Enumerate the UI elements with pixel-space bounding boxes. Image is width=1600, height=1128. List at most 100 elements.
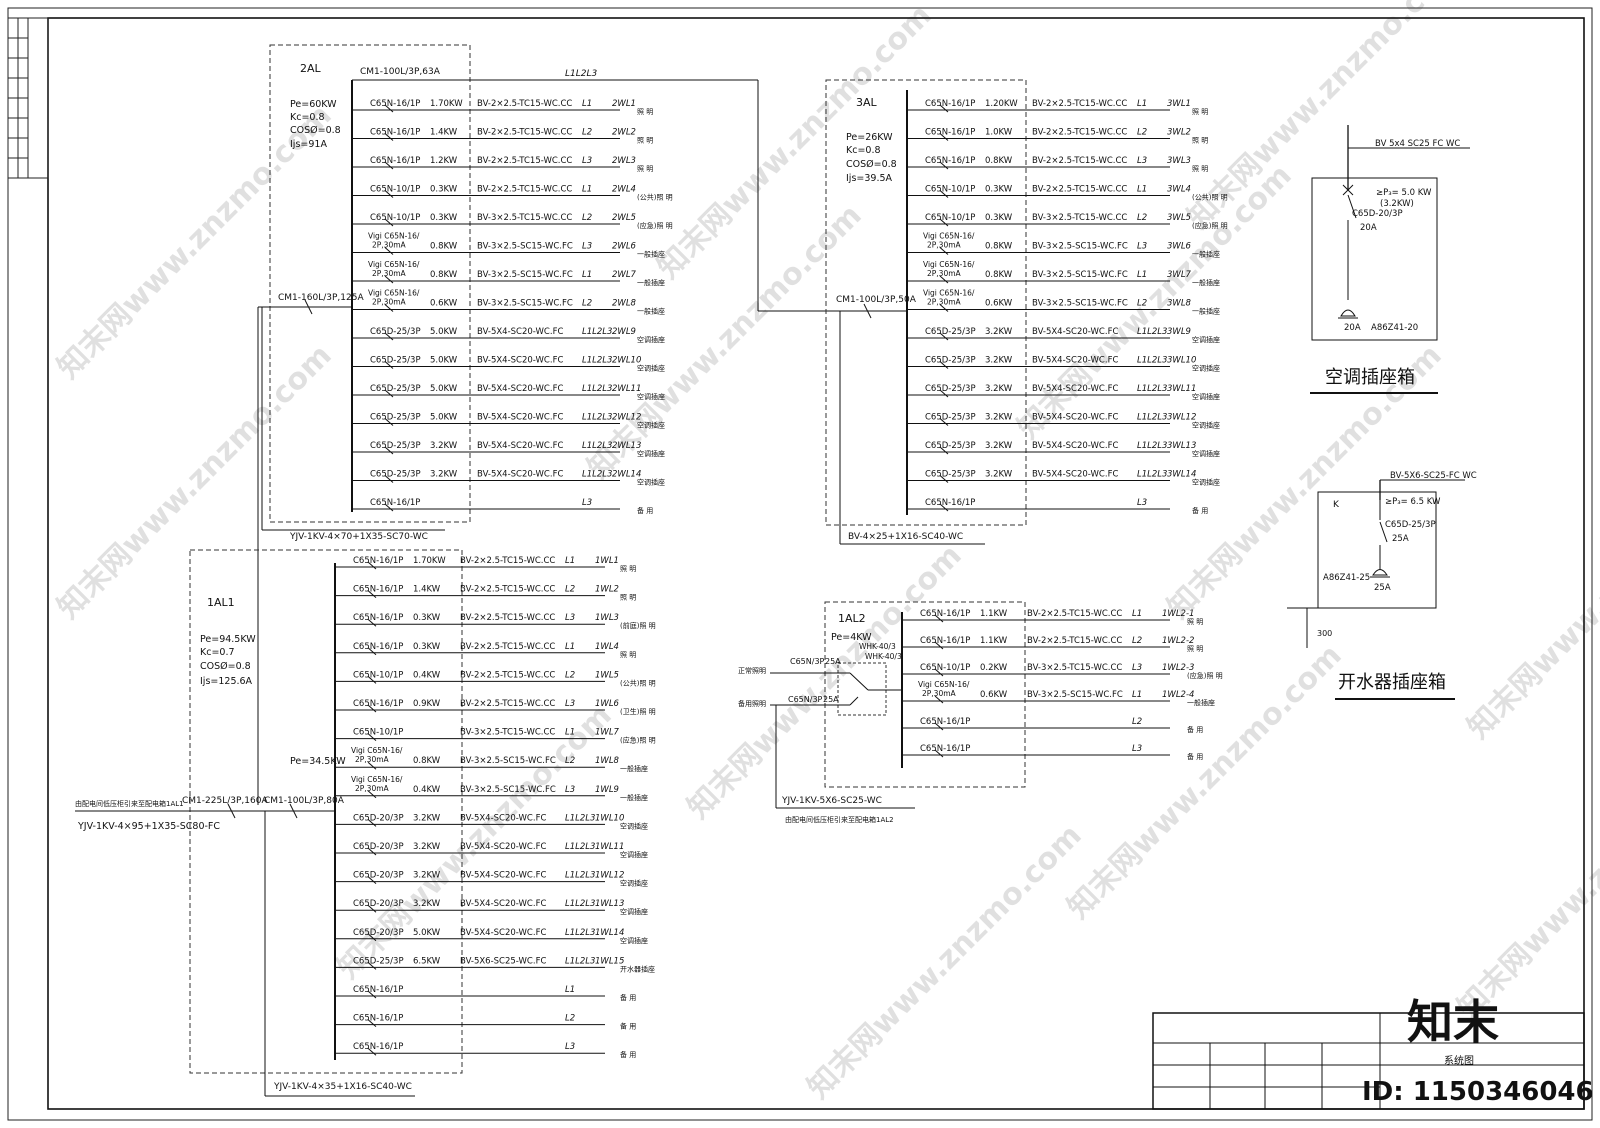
circuit-phase: L1L2L3 <box>1137 384 1167 394</box>
circuit-phase: L1 <box>565 985 575 995</box>
circuit-code: 1WL9 <box>595 785 619 795</box>
breaker-symbol <box>939 503 949 512</box>
circuit-phase: L2 <box>1132 636 1142 646</box>
heater-box-height: 300 <box>1317 629 1332 638</box>
circuit-breaker-model: C65D-20/3P <box>353 842 404 852</box>
circuit-code: 1WL14 <box>595 928 624 938</box>
circuit-code: 3WL10 <box>1167 356 1196 366</box>
circuit-usage: 一般插座 <box>637 307 665 316</box>
circuit-cable: BV-5X4-SC20-WC.FC <box>460 842 546 852</box>
breaker-symbol <box>934 641 944 650</box>
circuit-cable: BV-3×2.5-SC15-WC.FC <box>1032 242 1128 252</box>
circuit-power: 3.2KW <box>413 899 441 909</box>
circuit-usage: (前庭)照 明 <box>620 621 656 630</box>
circuit-usage: (应急)照 明 <box>1187 671 1223 680</box>
breaker-symbol <box>384 190 394 198</box>
circuit-breaker-model: C65D-25/3P <box>370 413 421 423</box>
circuit-cable: BV-5X6-SC25-WC.FC <box>460 956 546 966</box>
breaker-symbol <box>367 819 377 827</box>
circuit-breaker-model: C65D-20/3P <box>353 928 404 938</box>
circuit-phase: L3 <box>582 156 592 166</box>
breaker-symbol <box>939 275 949 284</box>
circuit-power: 1.70KW <box>430 99 463 109</box>
breaker-symbol <box>384 275 394 284</box>
circuit-phase: L3 <box>565 1042 575 1052</box>
circuit-phase: L1L2L3 <box>582 413 612 423</box>
circuit-phase: L3 <box>1137 242 1147 252</box>
panel-2al-name: 2AL <box>300 62 322 75</box>
circuit-breaker-model: C65N-16/1P <box>920 609 970 619</box>
circuit-cable: BV-2×2.5-TC15-WC.CC <box>1032 128 1127 138</box>
breaker-symbol <box>367 704 377 713</box>
circuit-power: 5.0KW <box>430 384 458 394</box>
ac-box-title: 空调插座箱 <box>1325 367 1415 388</box>
circuit-power: 1.0KW <box>985 128 1013 138</box>
circuit-breaker-model: Vigi C65N-16/2P,30mA <box>923 232 975 250</box>
circuit-usage: (应急)照 明 <box>620 736 656 745</box>
circuit-code: 1WL2 <box>595 585 619 595</box>
circuit-breaker-model: C65D-25/3P <box>925 470 976 480</box>
panel-1al2-param: Pe=4KW <box>831 632 872 643</box>
circuit-usage: 照 明 <box>1192 108 1208 116</box>
circuit-breaker-model: C65N-16/1P <box>370 156 420 166</box>
circuit-cable: BV-5X4-SC20-WC.FC <box>1032 470 1118 480</box>
circuit-code: 1WL15 <box>595 956 624 966</box>
circuit-cable: BV-3×2.5-SC15-WC.FC <box>477 270 573 280</box>
circuit-usage: 照 明 <box>620 565 636 573</box>
circuit-usage: 空调插座 <box>1192 478 1220 487</box>
circuit-power: 1.20KW <box>985 99 1018 109</box>
breaker-symbol <box>367 847 377 856</box>
breaker-symbol <box>939 104 949 113</box>
circuit-breaker-model: C65D-25/3P <box>925 327 976 337</box>
circuit-breaker-model: C65N-10/1P <box>353 670 403 680</box>
breaker-symbol <box>367 876 377 884</box>
watermark-text: 知末网www.znzmo.com <box>1061 638 1349 926</box>
circuit-phase: L3 <box>582 498 592 508</box>
breaker-symbol <box>384 218 394 227</box>
heater-box-socket-model: A86Z41-25 <box>1323 573 1370 583</box>
breaker-symbol <box>934 695 944 704</box>
circuit-code: 2WL6 <box>612 242 637 252</box>
circuit-code: 1WL8 <box>595 756 620 766</box>
circuit-breaker-model: C65N-16/1P <box>925 128 975 138</box>
circuit-cable: BV-2×2.5-TC15-WC.CC <box>1032 156 1127 166</box>
circuit-phase: L1 <box>565 728 575 738</box>
circuit-breaker-model: C65D-25/3P <box>925 356 976 366</box>
circuit-breaker-model: Vigi C65N-16/2P,30mA <box>923 289 975 307</box>
circuit-cable: BV-5X4-SC20-WC.FC <box>477 384 563 394</box>
circuit-code: 3WL11 <box>1167 384 1196 394</box>
breaker-blade <box>1347 194 1357 219</box>
watermark-text: 知末网www.znzmo.com <box>1461 458 1600 746</box>
circuit-phase: L3 <box>1132 744 1142 754</box>
circuit-cable: BV-3×2.5-TC15-WC.CC <box>1032 213 1127 223</box>
panel-1al2-in2-breaker: C65N/3P <box>788 695 823 704</box>
circuit-cable: BV-5X4-SC20-WC.FC <box>1032 356 1118 366</box>
circuit-power: 0.3KW <box>430 213 458 223</box>
circuit-code: 1WL13 <box>595 899 624 909</box>
circuit-code: 1WL3 <box>595 613 619 623</box>
watermark-logo: 知末 <box>1407 995 1499 1049</box>
circuit-code: 3WL7 <box>1167 270 1192 280</box>
circuit-breaker-model: C65D-25/3P <box>370 327 421 337</box>
circuit-cable: BV-3×2.5-TC15-WC.CC <box>477 213 572 223</box>
circuit-cable: BV-2×2.5-TC15-WC.CC <box>1027 609 1122 619</box>
circuit-code: 1WL2-1 <box>1162 609 1194 619</box>
circuit-cable: BV-3×2.5-SC15-WC.FC <box>460 756 556 766</box>
circuit-usage: 空调插座 <box>637 392 665 401</box>
circuit-cable: BV-2×2.5-TC15-WC.CC <box>460 670 555 680</box>
circuit-usage: 一般插座 <box>1192 307 1220 316</box>
drawing-frame <box>47 17 1585 1110</box>
panel-1al2-in2-label: 备用照明 <box>738 699 766 708</box>
circuit-phase: L1L2L3 <box>565 956 595 966</box>
circuit-power: 0.4KW <box>413 670 441 680</box>
heater-box-rating: 25A <box>1392 534 1409 544</box>
breaker-symbol <box>384 304 394 312</box>
circuit-power: 0.3KW <box>413 642 441 652</box>
